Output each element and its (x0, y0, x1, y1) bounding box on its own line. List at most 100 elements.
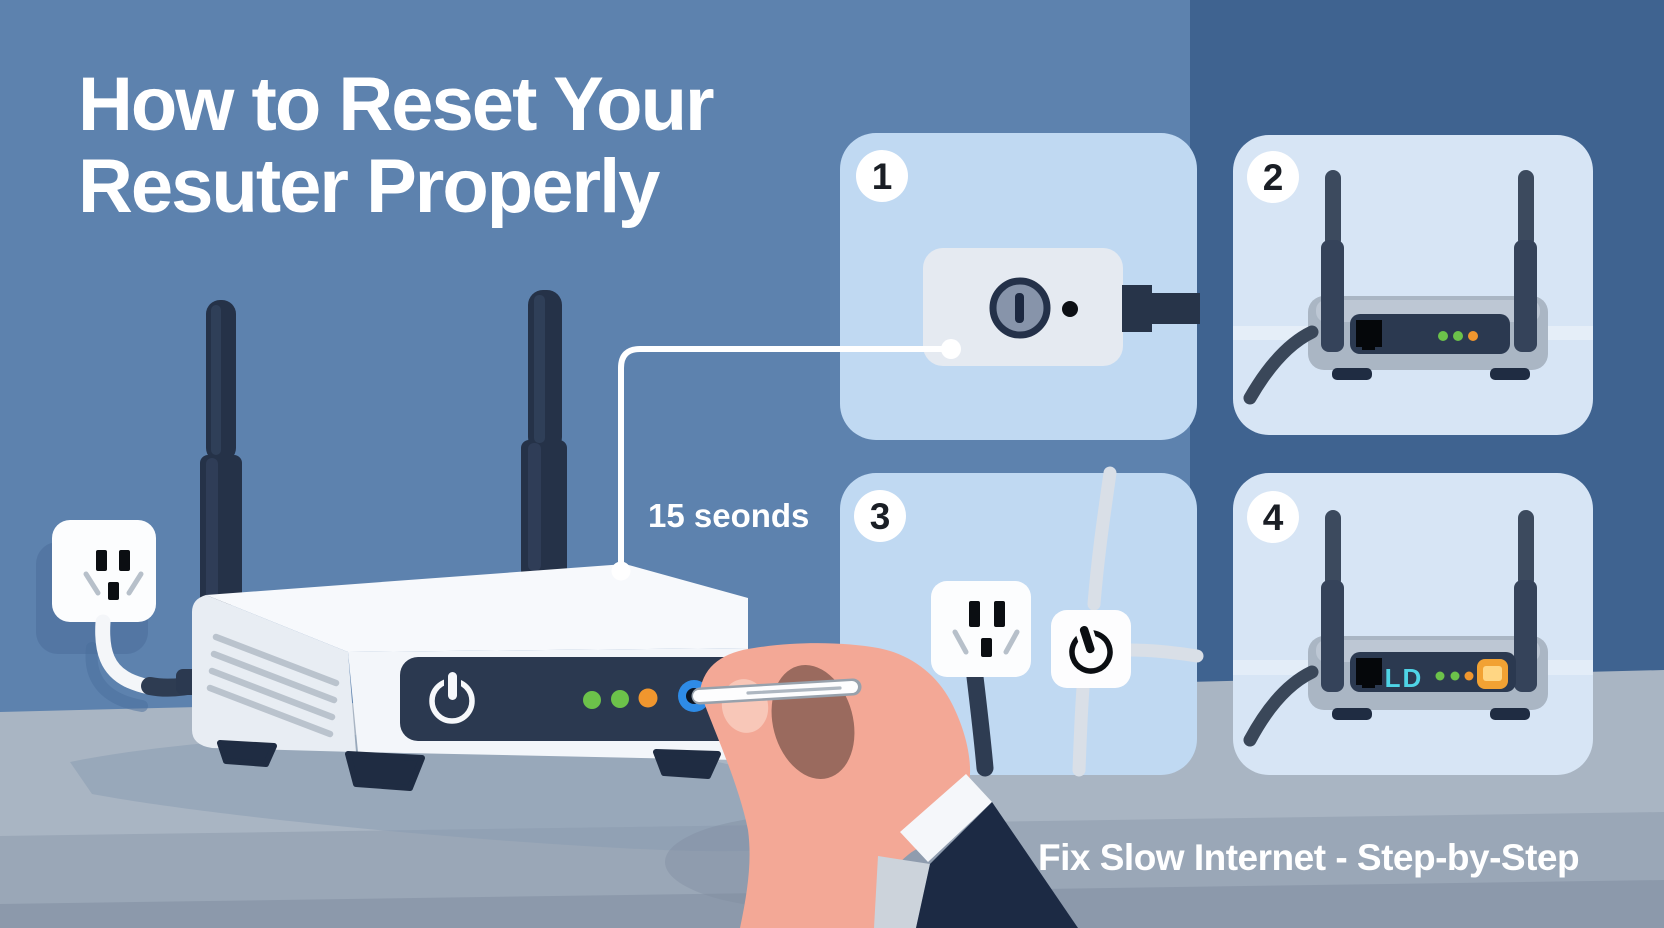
title-line-1: How to Reset Your (78, 62, 714, 147)
status-led-orange (638, 688, 658, 708)
p2-led-green-1 (1438, 331, 1448, 341)
p2-ethernet-port-notch (1362, 345, 1375, 350)
antenna-left-facet-lower (206, 458, 218, 600)
outlet-slot-center (108, 582, 119, 600)
p3-light-cable-bottom (1072, 681, 1090, 777)
antenna-right-facet (534, 295, 545, 443)
panel-4-router: LD (1243, 510, 1548, 747)
reset-pinhole-dot (1062, 301, 1078, 317)
router-foot (653, 749, 721, 779)
step-2-badge (1247, 151, 1299, 203)
p3-outlet (931, 581, 1031, 677)
reset-pin (691, 678, 862, 705)
step-panel-4: LD 4 (1233, 473, 1593, 775)
palm-shape (700, 643, 971, 928)
p4-display-text: LD (1385, 663, 1424, 693)
power-symbol-bar (1079, 625, 1095, 654)
antenna-left (200, 300, 242, 605)
step-4-badge (1247, 491, 1299, 543)
p4-led-green-2 (1450, 671, 1460, 681)
title-line-2: Resuter Properly (78, 144, 660, 229)
step-3-number: 3 (870, 496, 891, 537)
antenna-right-facet-lower (528, 443, 541, 571)
power-symbol-icon (1069, 625, 1113, 674)
p3-power-tile (1051, 610, 1131, 688)
page-title: How to Reset Your Resuter Properly (78, 62, 716, 229)
p3-outlet-slot-center (981, 638, 992, 657)
vent-line (206, 684, 334, 738)
antenna-right (521, 290, 567, 578)
p4-led-orange (1464, 671, 1474, 681)
callout-line (618, 346, 951, 570)
step-panel-3: 3 (840, 466, 1204, 777)
vent-lines (206, 633, 340, 738)
callout-label: 15 seonds (648, 497, 809, 534)
reset-plate-cable-stub-2 (1148, 293, 1200, 324)
p4-antenna-right-upper (1518, 510, 1534, 588)
outlet-slot-angled-left (83, 571, 101, 596)
outlet-cable-shadow (85, 642, 148, 712)
p2-antenna-right-upper (1518, 170, 1534, 248)
p4-led-green-1 (1435, 671, 1445, 681)
p4-ethernet-port (1356, 658, 1382, 685)
p3-light-cable-right (1123, 643, 1204, 663)
p2-antenna-left-lower (1321, 240, 1344, 352)
p4-antenna-left-lower (1321, 580, 1344, 692)
callout: 15 seonds (611, 339, 961, 581)
power-icon-bar (448, 672, 457, 700)
p4-antenna-left-upper (1325, 510, 1341, 588)
cuff-shadow (874, 856, 930, 928)
panel-2-router (1243, 170, 1548, 405)
step-panel-2: 2 (1233, 135, 1593, 435)
router-top-face (206, 564, 748, 652)
step-panels: 1 2 (840, 133, 1593, 777)
p2-router-foot (1332, 368, 1372, 380)
p4-ethernet-port-notch (1362, 683, 1375, 688)
p4-router-foot (1490, 708, 1530, 720)
step-1-badge (856, 150, 908, 202)
step-panel-1: 1 (840, 133, 1200, 440)
p2-antenna-left-upper (1325, 170, 1341, 248)
p3-outlet-plate (931, 581, 1031, 677)
reset-pin-slot (746, 686, 842, 695)
power-icon (429, 672, 475, 724)
outlet-slot-right (119, 550, 130, 571)
status-led-green-1 (583, 691, 601, 709)
p2-router-foot (1490, 368, 1530, 380)
vent-line (210, 650, 338, 704)
p3-dark-cable (966, 668, 994, 777)
suit-sleeve (916, 802, 1078, 928)
p2-router-cable (1243, 325, 1319, 405)
bottom-caption: Fix Slow Internet - Step-by-Step (1038, 837, 1579, 878)
p3-outlet-slot-left (969, 601, 980, 627)
p4-router-cable (1243, 665, 1319, 747)
p4-router-front-panel (1350, 652, 1516, 692)
p2-led-orange (1468, 331, 1478, 341)
p2-router-front-panel (1350, 314, 1510, 354)
antenna-right-lower (521, 440, 567, 578)
p3-outlet-angled-left (952, 629, 969, 655)
p4-antenna-right-lower (1514, 580, 1537, 692)
step-2-number: 2 (1263, 157, 1284, 198)
vent-line (208, 667, 336, 721)
router-foot (345, 751, 425, 791)
step-3-badge (854, 490, 906, 542)
router-control-panel (400, 657, 742, 741)
main-router (192, 290, 748, 791)
p2-antenna-right-lower (1514, 240, 1537, 352)
p4-orange-button-inner (1483, 666, 1502, 681)
p3-light-cable-top (1087, 466, 1117, 611)
p4-router-foot (1332, 708, 1372, 720)
vent-line (212, 633, 340, 687)
step-1-number: 1 (872, 156, 893, 197)
router-feet (217, 740, 721, 791)
reset-plate-cable-stub (1122, 285, 1152, 332)
reset-closeup-bar (1015, 293, 1024, 323)
shirt-cuff (900, 774, 992, 862)
router-foot (217, 740, 277, 767)
outlet-slot-left (96, 550, 107, 571)
outlet-slot-angled-right (126, 571, 144, 596)
p3-outlet-angled-right (1003, 629, 1020, 655)
p2-ethernet-port (1356, 320, 1382, 347)
